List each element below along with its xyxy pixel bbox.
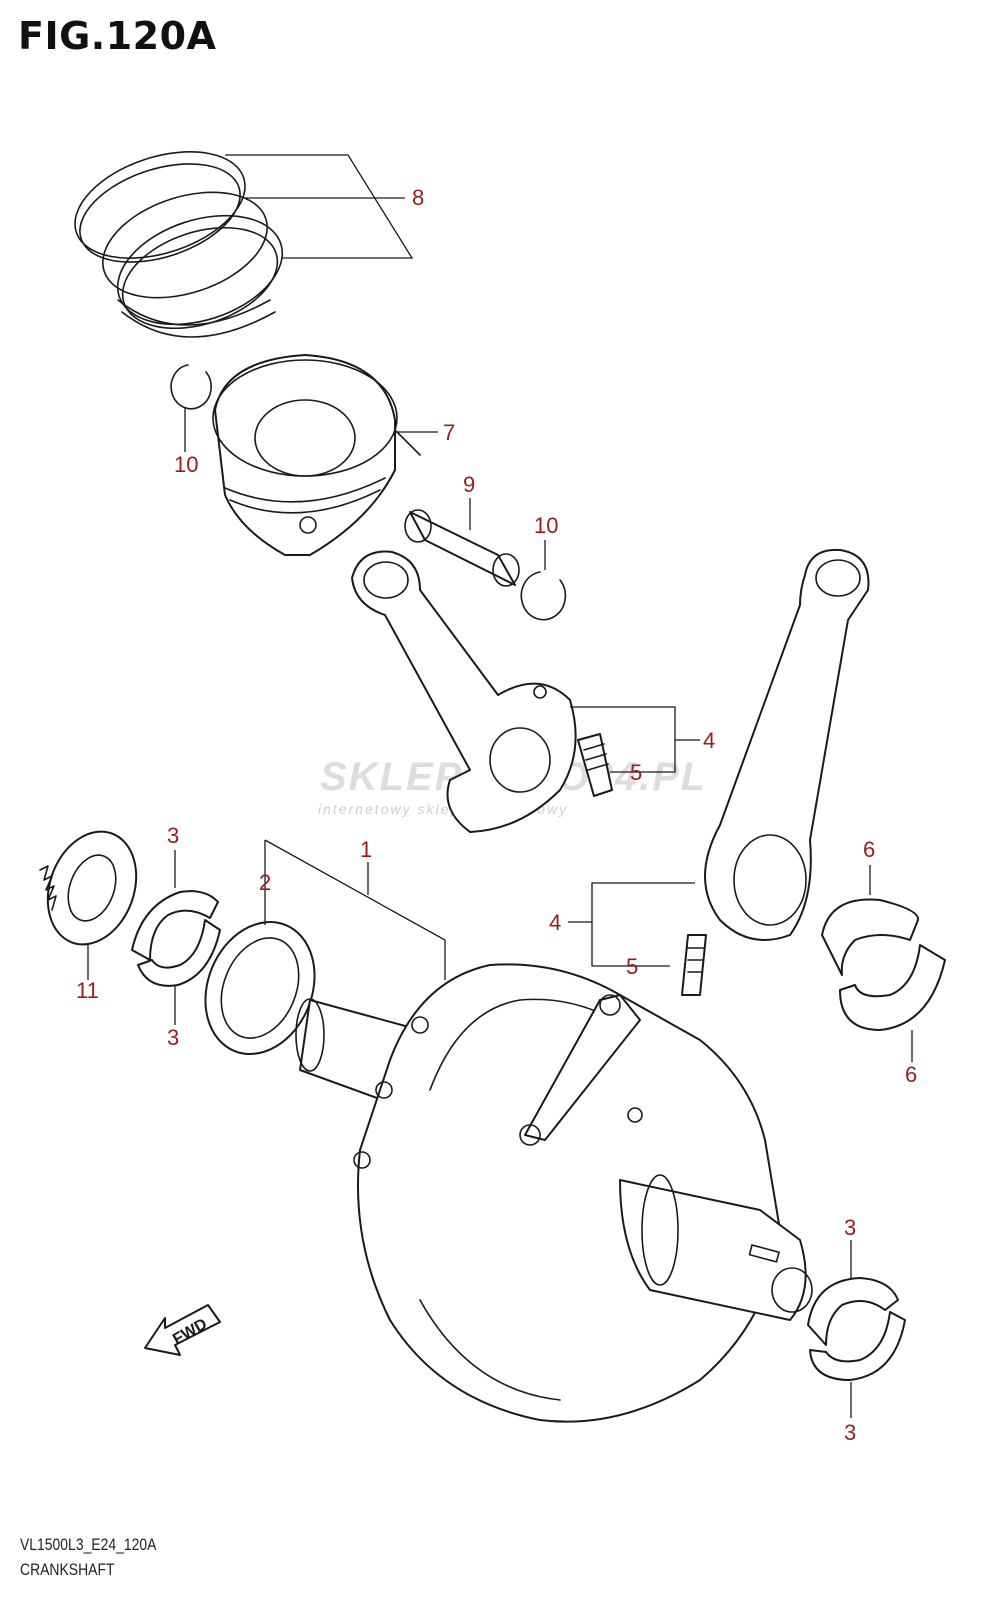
leader-lines xyxy=(87,154,913,1418)
bearing-pair-right xyxy=(821,898,946,1031)
callout-1: 1 xyxy=(360,837,372,862)
piston xyxy=(212,354,421,556)
callout-10-left: 10 xyxy=(174,452,198,477)
rod-bolt-upper xyxy=(577,733,613,797)
callout-11: 11 xyxy=(76,978,99,1003)
callout-10-right: 10 xyxy=(534,513,558,538)
footer-section-name: CRANKSHAFT xyxy=(20,1560,115,1579)
circlip-left xyxy=(170,364,212,410)
callout-3-top-right: 3 xyxy=(844,1215,856,1240)
callout-6-top: 6 xyxy=(863,837,875,862)
connecting-rod-right xyxy=(704,548,870,941)
fwd-arrow: FWD xyxy=(144,1304,221,1356)
callout-8: 8 xyxy=(412,185,424,210)
circlip-right xyxy=(520,571,567,621)
figure-title: FIG.120A xyxy=(18,14,217,58)
callout-5-right: 5 xyxy=(626,954,638,979)
callout-3-top-left: 3 xyxy=(167,823,179,848)
callout-4-right: 4 xyxy=(549,910,561,935)
bearing-pair-lower-right xyxy=(807,1277,906,1381)
callout-labels: 8 7 10 9 10 4 5 1 2 3 3 11 6 6 4 5 3 3 xyxy=(76,185,917,1445)
callout-2: 2 xyxy=(259,870,271,895)
callout-9: 9 xyxy=(463,472,475,497)
callout-3-bottom-right: 3 xyxy=(844,1420,856,1445)
piston-pin xyxy=(404,509,520,587)
footer-model-code: VL1500L3_E24_120A xyxy=(20,1535,157,1554)
callout-6-bottom: 6 xyxy=(905,1062,917,1087)
bearing-pair-left xyxy=(131,890,221,987)
connecting-rod-upper xyxy=(351,550,577,833)
crankshaft xyxy=(295,963,813,1423)
callout-5-upper: 5 xyxy=(630,760,642,785)
callout-7: 7 xyxy=(443,420,455,445)
callout-3-bottom-left: 3 xyxy=(167,1025,179,1050)
piston-rings xyxy=(74,151,284,338)
rod-bolt-right xyxy=(681,934,707,996)
gear-11 xyxy=(39,830,138,946)
callout-4-upper: 4 xyxy=(703,728,715,753)
